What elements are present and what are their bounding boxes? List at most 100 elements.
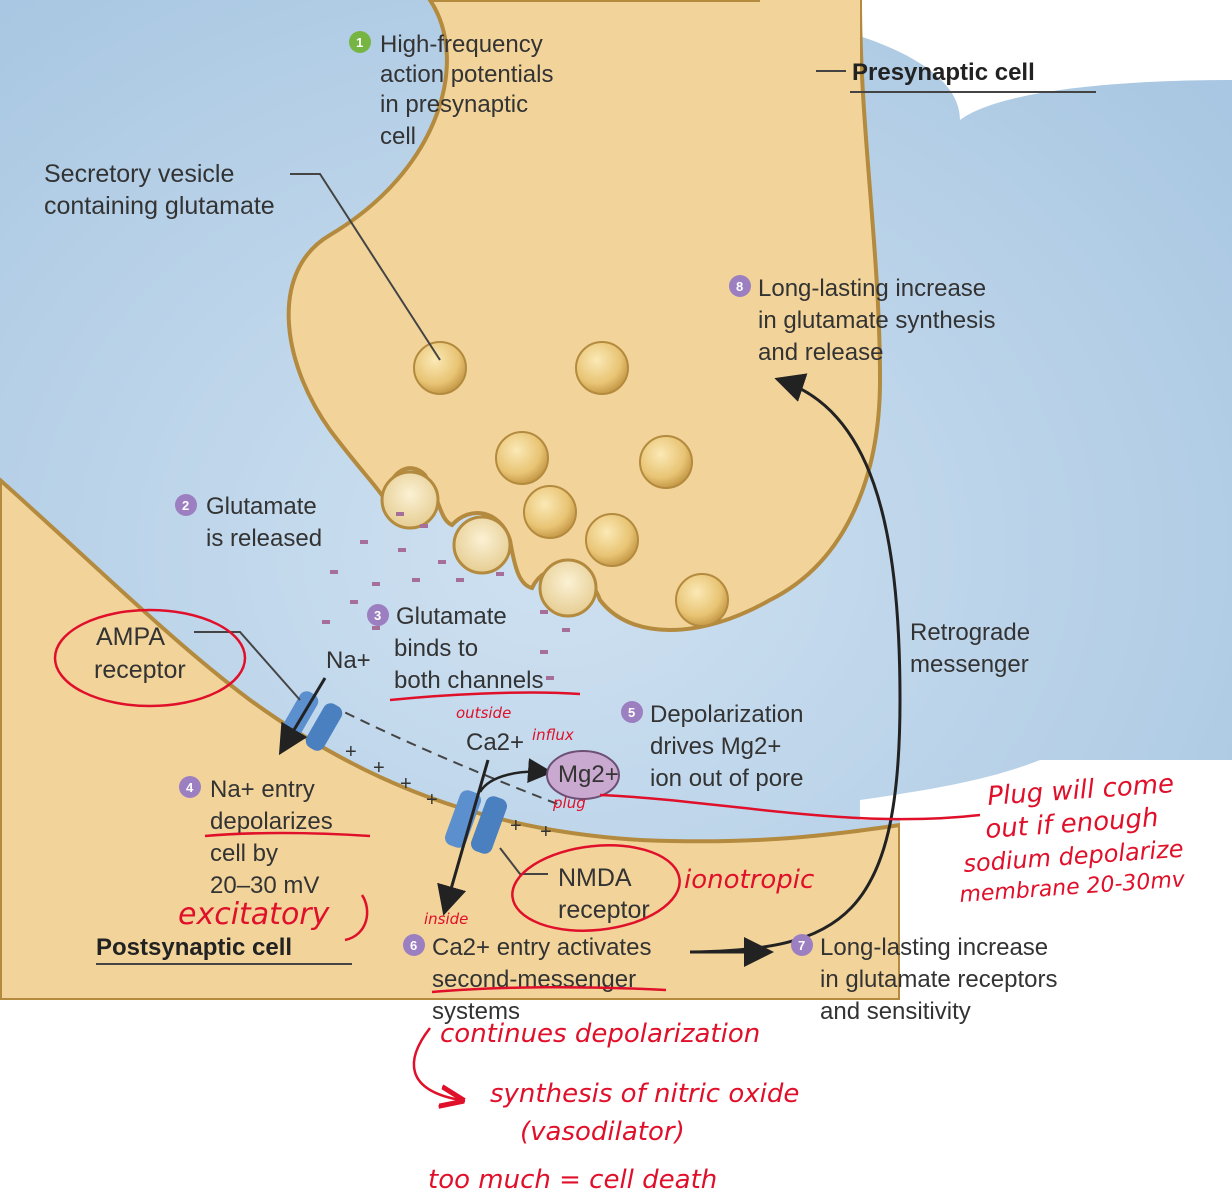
svg-text:cell by: cell by — [210, 840, 278, 867]
svg-text:Depolarization: Depolarization — [650, 701, 803, 728]
annotation-inside: inside — [424, 910, 468, 928]
svg-text:systems: systems — [432, 998, 520, 1025]
ampa-label-line1: AMPA — [96, 623, 165, 651]
mg-ion — [546, 750, 620, 800]
vesicle — [495, 431, 549, 485]
mg-ion-label: Mg2+ — [558, 761, 619, 788]
annotation-synthesis-line2: (vasodilator) — [520, 1117, 685, 1147]
step-8-text: Long-lasting increase in glutamate synth… — [758, 275, 995, 366]
vesicle — [523, 485, 577, 539]
svg-text:5: 5 — [628, 705, 635, 720]
svg-text:Long-lasting increase: Long-lasting increase — [820, 934, 1048, 961]
annotation-plug: plug — [552, 794, 586, 812]
vesicle — [413, 341, 467, 395]
vesicle — [639, 435, 693, 489]
svg-text:+: + — [510, 815, 522, 837]
nmda-label-line2: receptor — [558, 896, 650, 924]
retrograde-label-line2: messenger — [910, 651, 1029, 678]
annotation-ionotropic: ionotropic — [684, 865, 814, 895]
lower-white-area — [0, 1000, 1232, 1200]
ca-arrow — [437, 759, 490, 916]
svg-text:Na+ entry: Na+ entry — [210, 776, 315, 803]
svg-text:2: 2 — [182, 498, 189, 513]
step-4-text: Na+ entry depolarizes cell by 20–30 mV — [210, 776, 333, 899]
vesicle-leader — [290, 173, 441, 361]
svg-text:in glutamate synthesis: in glutamate synthesis — [758, 307, 995, 334]
svg-text:3: 3 — [374, 608, 381, 623]
step-1-text: High-frequency action potentials in pres… — [380, 31, 553, 150]
svg-text:+: + — [345, 741, 357, 763]
step-1-badge — [349, 31, 371, 53]
svg-text:7: 7 — [798, 938, 805, 953]
svg-text:Glutamate: Glutamate — [206, 493, 317, 520]
na-arrow — [278, 677, 327, 756]
svg-text:+: + — [426, 789, 438, 811]
step-3-text: Glutamate binds to both channels — [394, 603, 543, 694]
right-cleft-edge — [860, 760, 1232, 820]
mg-arrow — [478, 758, 553, 793]
vesicle — [675, 573, 729, 627]
step-4-badge — [179, 776, 201, 798]
svg-text:cell: cell — [380, 123, 416, 150]
annotation-continues: continues depolarization — [440, 1019, 760, 1049]
postsynaptic-cell — [0, 477, 902, 1002]
svg-text:is released: is released — [206, 525, 322, 552]
annotation-influx: influx — [532, 726, 574, 744]
step-5-text: Depolarization drives Mg2+ ion out of po… — [650, 701, 803, 792]
presynaptic-cell-top — [40, 0, 1232, 120]
svg-text:binds to: binds to — [394, 635, 478, 662]
step-3-badge — [367, 604, 389, 626]
plug-pointer-line — [599, 793, 981, 821]
svg-text:Ca2+ entry activates: Ca2+ entry activates — [432, 934, 651, 961]
step-8-badge — [729, 275, 751, 297]
right-white-area — [900, 810, 1232, 1000]
svg-text:in glutamate receptors: in glutamate receptors — [820, 966, 1057, 993]
svg-text:ion out of pore: ion out of pore — [650, 765, 803, 792]
svg-text:and release: and release — [758, 339, 883, 366]
glutamate-molecules — [322, 512, 570, 680]
step-7-text: Long-lasting increase in glutamate recep… — [820, 934, 1057, 1025]
ca-ion-label: Ca2+ — [466, 729, 524, 756]
secretory-vesicles — [413, 341, 729, 627]
excitatory-bracket — [344, 894, 369, 942]
vesicle — [575, 341, 629, 395]
svg-text:High-frequency: High-frequency — [380, 31, 543, 58]
svg-text:both channels: both channels — [394, 667, 543, 694]
annotation-outside: outside — [456, 704, 511, 722]
step-5-badge — [621, 701, 643, 723]
step-2-text: Glutamate is released — [206, 493, 322, 552]
svg-text:8: 8 — [736, 279, 743, 294]
retrograde-label-line1: Retrograde — [910, 619, 1030, 646]
annotation-too-much: too much = cell death — [428, 1165, 717, 1195]
ampa-circle-annotation — [53, 608, 247, 708]
depolarizes-underline — [204, 831, 371, 838]
svg-text:Glutamate: Glutamate — [396, 603, 507, 630]
step-6-badge — [403, 934, 425, 956]
svg-text:and sensitivity: and sensitivity — [820, 998, 971, 1025]
continues-bracket — [412, 1027, 460, 1100]
svg-text:1: 1 — [356, 35, 363, 50]
presynaptic-label: Presynaptic cell — [852, 59, 1035, 86]
svg-text:in presynaptic: in presynaptic — [380, 91, 528, 118]
ampa-leader — [194, 631, 301, 701]
step-2-badge — [175, 494, 197, 516]
nmda-leader — [499, 847, 548, 875]
svg-text:6: 6 — [410, 938, 417, 953]
annotation-synthesis-line1: synthesis of nitric oxide — [490, 1079, 799, 1109]
second-messenger-underline — [431, 985, 667, 994]
annotation-excitatory: excitatory — [178, 897, 331, 932]
step-badges: 1 2 3 4 5 6 7 8 — [175, 31, 813, 956]
svg-text:depolarizes: depolarizes — [210, 808, 333, 835]
membrane-charges: ++ ++ ++ — [345, 741, 552, 843]
vesicle-label-line2: containing glutamate — [44, 192, 275, 220]
svg-text:20–30 mV: 20–30 mV — [210, 872, 319, 899]
svg-text:drives Mg2+: drives Mg2+ — [650, 733, 781, 760]
postsynaptic-label: Postsynaptic cell — [96, 934, 292, 961]
svg-text:+: + — [540, 821, 552, 843]
vesicle — [585, 513, 639, 567]
nmda-channel — [444, 790, 508, 854]
step-7-badge — [791, 934, 813, 956]
svg-text:4: 4 — [186, 780, 194, 795]
na-ion-label: Na+ — [326, 647, 371, 674]
